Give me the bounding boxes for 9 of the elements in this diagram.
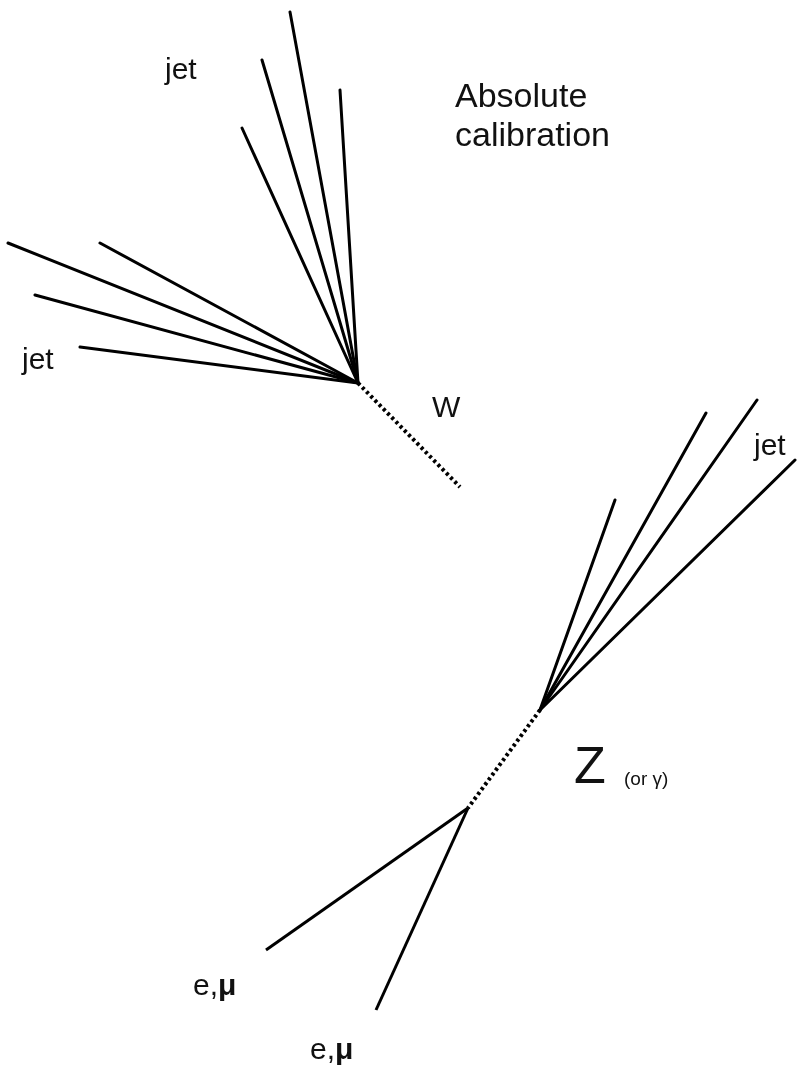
particle-label: Z <box>574 736 606 796</box>
particle-label: Absolute calibration <box>455 76 611 155</box>
particle-label: jet <box>165 52 197 87</box>
particle-label: jet <box>22 342 54 377</box>
particle-label: e,μ <box>193 968 237 1003</box>
particle-label: jet <box>754 428 786 463</box>
particle-label: e,μ <box>310 1032 354 1067</box>
particle-label: (or γ) <box>624 768 669 790</box>
particle-label: W <box>432 390 461 425</box>
